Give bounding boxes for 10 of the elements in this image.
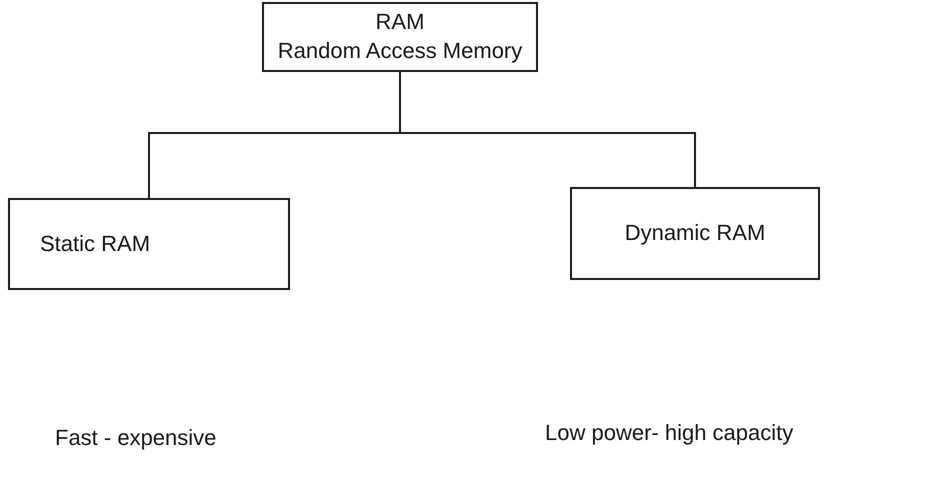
box-title: Static RAM [40,230,150,258]
property-note: Fast - expensive [55,425,216,451]
box-subtitle: Random Access Memory [278,37,522,65]
box-title: RAM [376,8,424,36]
memory-box [8,198,290,290]
connector-line [399,72,696,187]
box-title: Dynamic RAM [624,219,766,248]
memory-box [570,187,820,280]
memory-box [262,2,538,72]
property-note: Low power- high capacity [545,420,794,446]
